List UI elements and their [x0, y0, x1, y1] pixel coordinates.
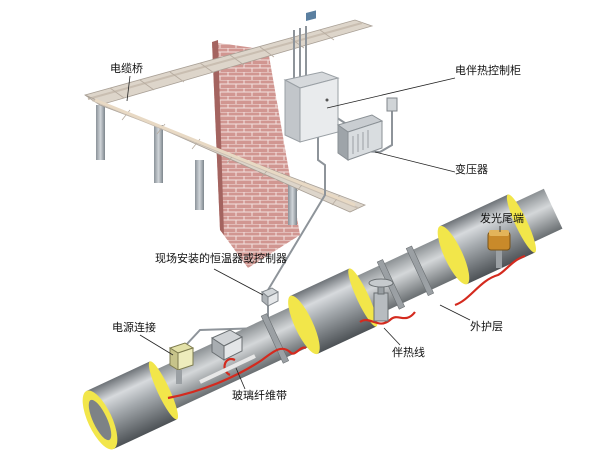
label-power-connection: 电源连接: [112, 321, 156, 334]
label-heat-tracing-cable: 伴热线: [392, 346, 425, 359]
label-end-light: 发光尾端: [480, 212, 524, 225]
junction-box-wall: [386, 97, 398, 112]
control-cabinet: [283, 10, 340, 143]
field-thermostat-box: [261, 287, 279, 308]
gate-valve: [368, 278, 394, 322]
brick-wall: [212, 40, 300, 268]
glass-fiber-tape: [199, 354, 256, 384]
power-connection-box: [168, 342, 195, 384]
heat-tracing-cable: [167, 254, 526, 400]
label-control-cabinet: 电伴热控制柜: [455, 64, 521, 77]
label-transformer: 变压器: [455, 163, 488, 176]
leader-lines: [126, 75, 501, 390]
label-outer-jacket: 外护层: [470, 320, 503, 333]
support-pillars: [96, 105, 297, 225]
transformer: [336, 114, 384, 161]
label-cable-tray: 电缆桥: [110, 62, 143, 75]
end-light: [487, 230, 511, 268]
label-thermostat: 现场安装的恒温器或控制器: [155, 252, 287, 265]
label-glass-fiber-tape: 玻璃纤维带: [232, 389, 287, 402]
pipe-fitting-device: [210, 329, 244, 361]
